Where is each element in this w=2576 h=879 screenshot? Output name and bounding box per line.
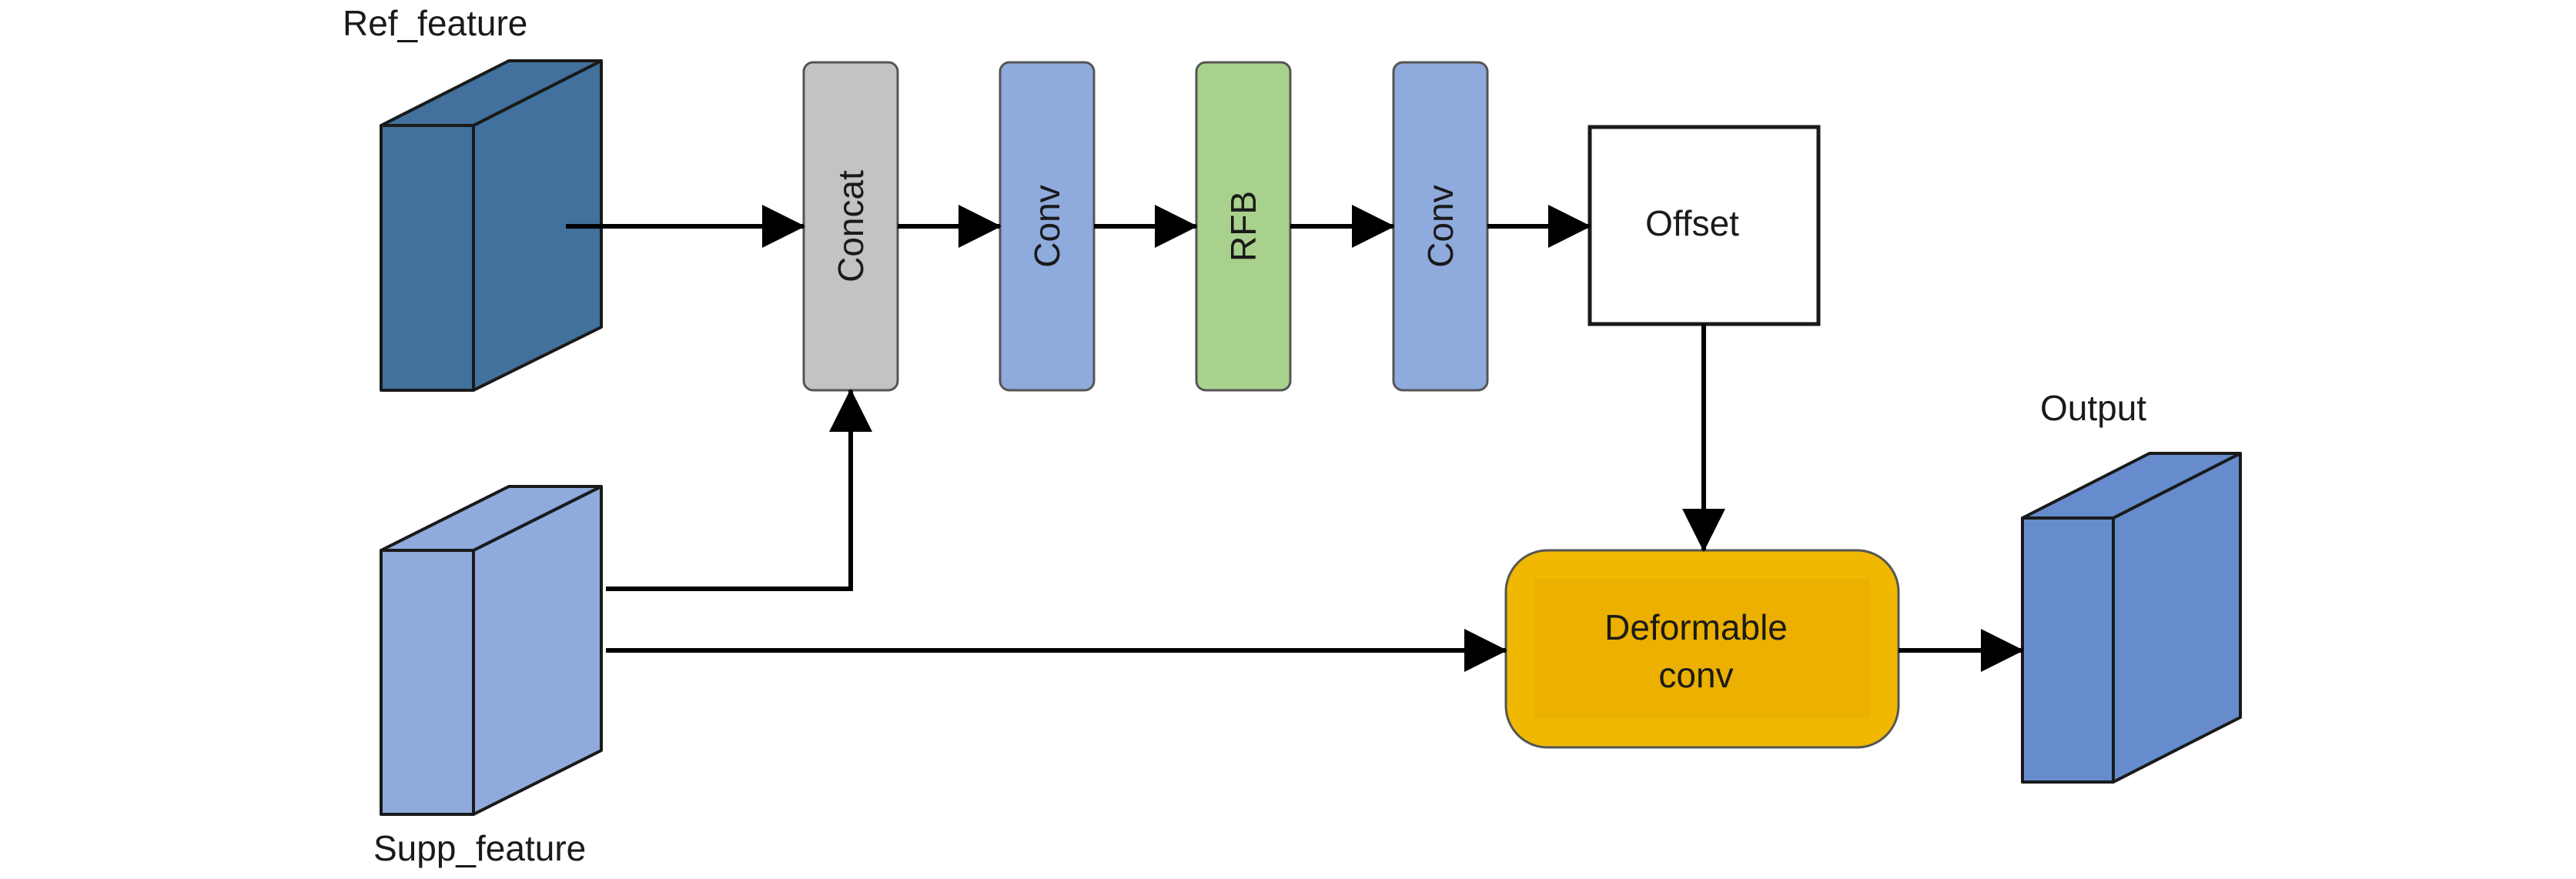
ref-feature-front [380,124,475,392]
ref-feature-block [380,59,603,392]
deformable-conv-label-line1: Deformable [1604,607,1788,647]
output-label: Output [2040,388,2146,428]
rfb-label: RFB [1223,191,1263,262]
deformable-conv-label-line2: conv [1658,655,1733,695]
output-block [2021,452,2242,784]
connectors [566,205,2024,672]
concat-label: Concat [831,170,871,282]
deformable-conv-inner [1534,579,1870,719]
output-front [2021,516,2115,784]
supp-feature-front [380,549,475,816]
arrow-supp-to-concat [606,389,872,591]
offset-label: Offset [1645,203,1739,243]
conv2-label: Conv [1420,185,1460,267]
supp-feature-label: Supp_feature [373,828,586,868]
supp-feature-block [380,485,603,816]
ref-feature-label: Ref_feature [343,3,527,43]
conv1-label: Conv [1027,185,1067,267]
